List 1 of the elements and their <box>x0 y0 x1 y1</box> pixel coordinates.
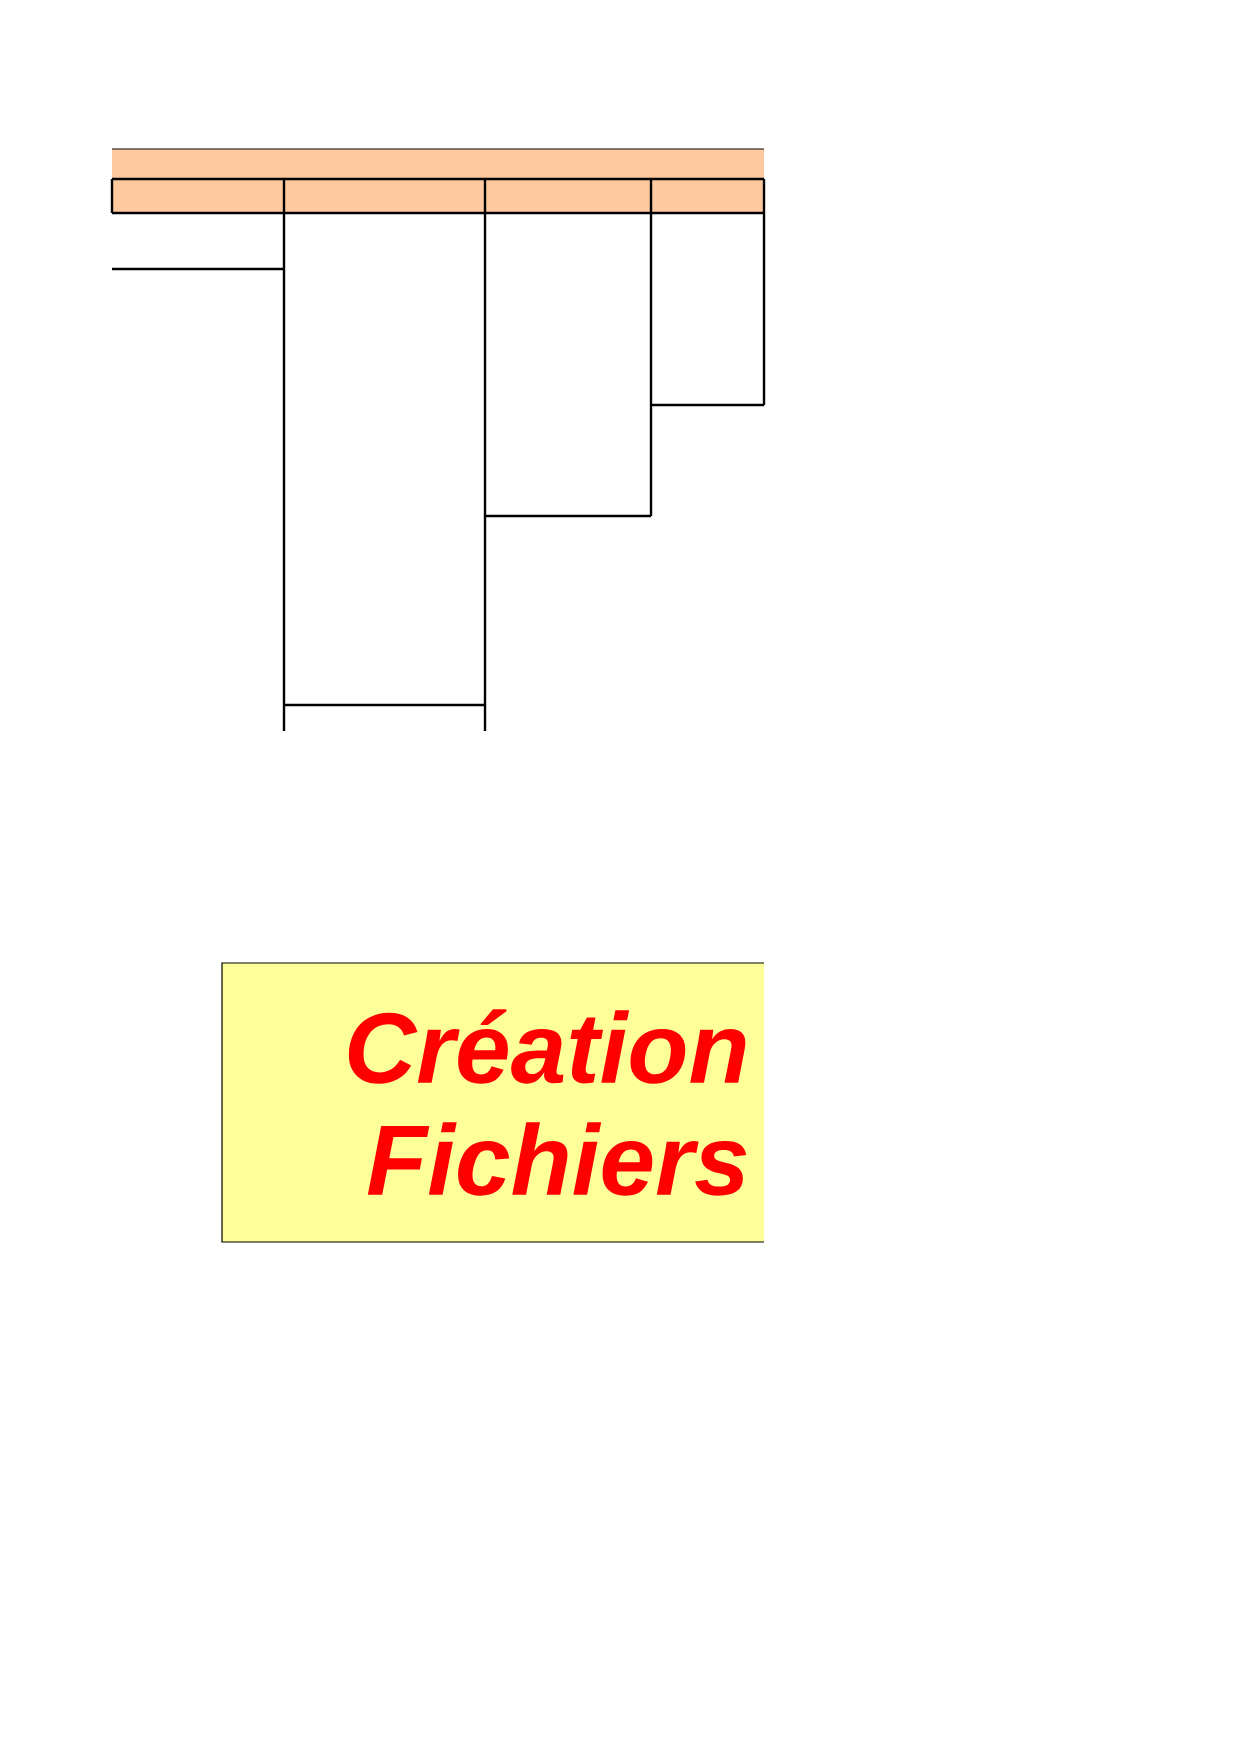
note-box: Création Fichiers <box>221 962 765 1243</box>
